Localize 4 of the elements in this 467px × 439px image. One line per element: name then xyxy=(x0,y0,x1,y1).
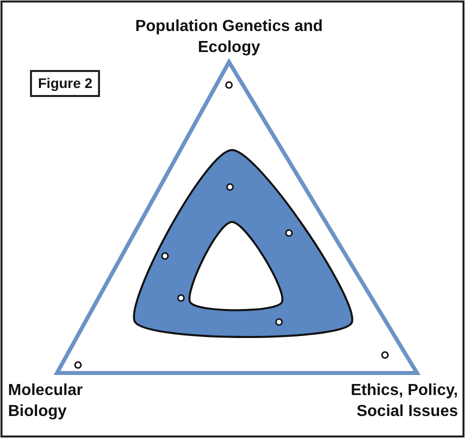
corner-label: Molecular Biology xyxy=(8,381,84,422)
corner-label: Population Genetics and Ecology xyxy=(134,17,324,58)
figure-label: Figure 2 xyxy=(30,70,100,97)
corner-label: Ethics, Policy, Social Issues xyxy=(350,381,458,422)
